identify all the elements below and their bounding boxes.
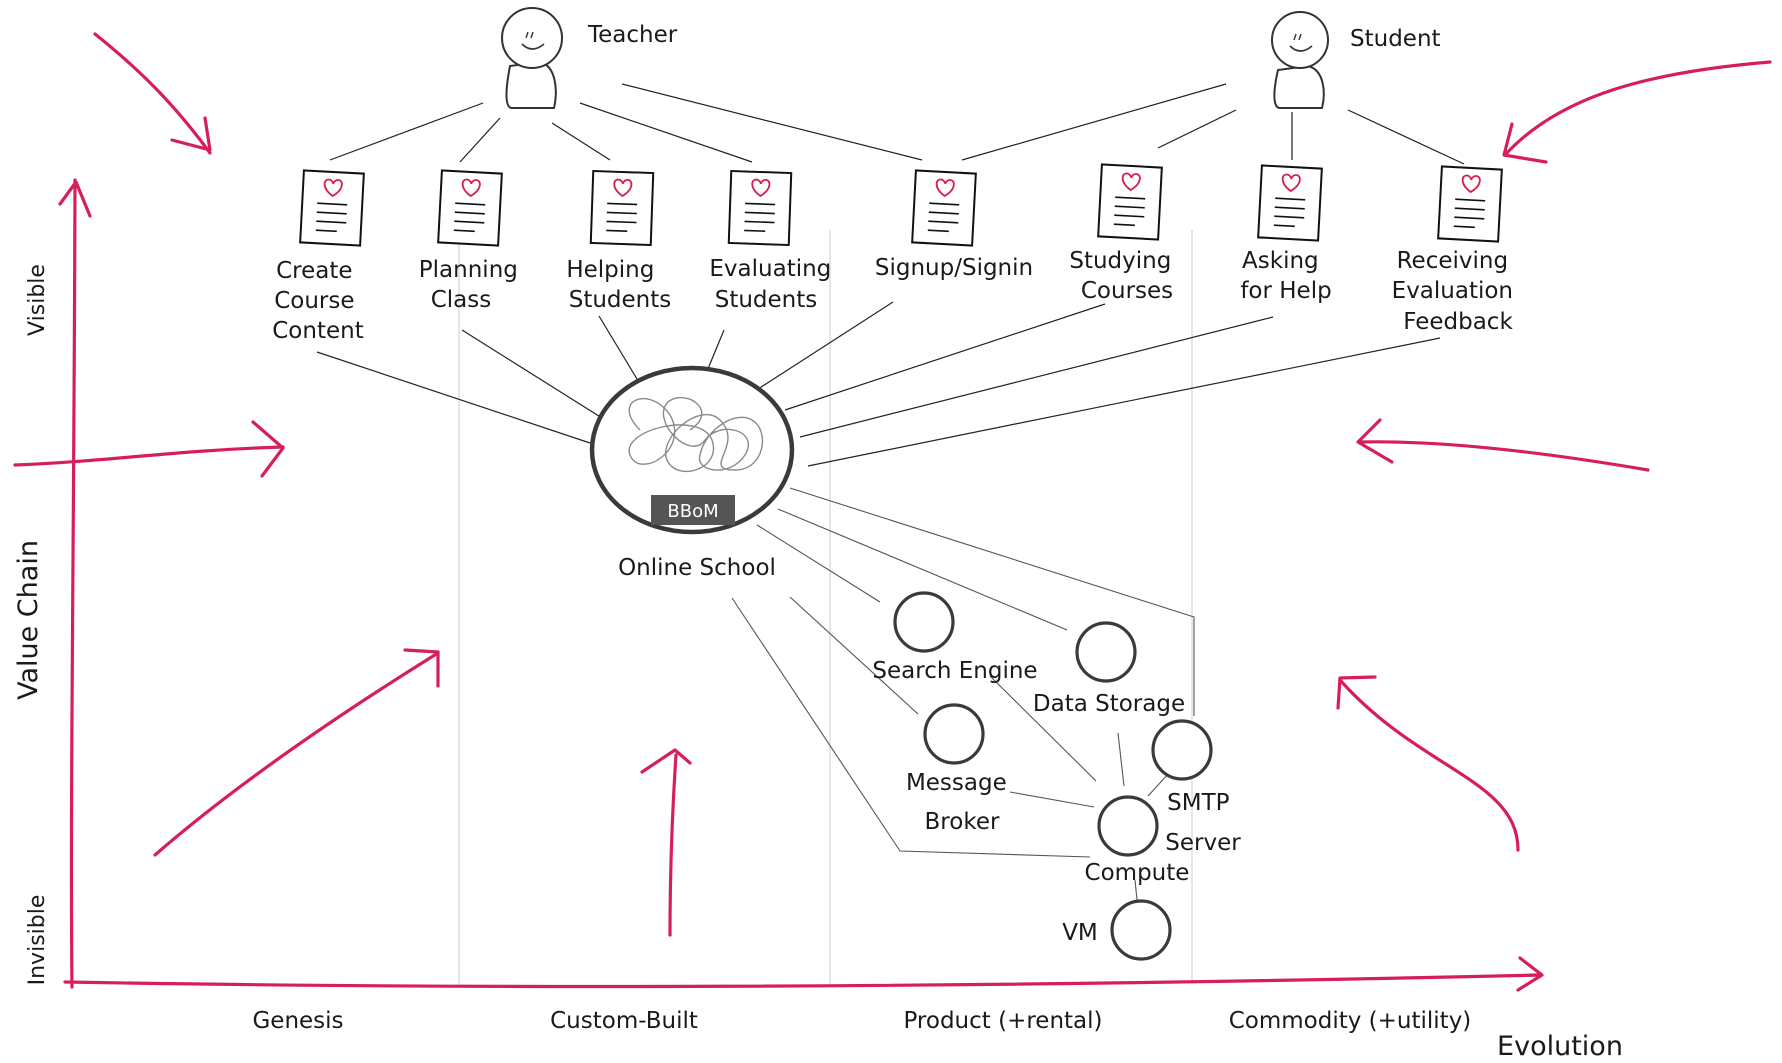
stage-commodity: Commodity (+utility) xyxy=(1229,1008,1472,1034)
need-helping-students-label: Helping Students xyxy=(566,257,671,313)
smtp-server-label: SMTP Server xyxy=(1165,790,1241,856)
stage-genesis: Genesis xyxy=(252,1008,343,1034)
arrow-icon xyxy=(153,648,440,857)
stage-product: Product (+rental) xyxy=(903,1008,1102,1034)
online-school-label: Online School xyxy=(618,555,776,581)
need-signup: Signup/Signin xyxy=(875,169,1033,281)
document-heart-icon xyxy=(1257,164,1323,242)
need-helping-students: Helping Students xyxy=(566,169,671,313)
stage-custom-built: Custom-Built xyxy=(550,1008,698,1034)
student-actor: Student xyxy=(1271,11,1441,109)
search-engine-label: Search Engine xyxy=(872,658,1037,684)
need-receiving-feedback: Receiving Evaluation Feedback xyxy=(1392,165,1521,335)
visible-label: Visible xyxy=(25,264,50,336)
need-asking-help: Asking for Help xyxy=(1240,164,1332,304)
need-create-course: Create Course Content xyxy=(272,169,365,344)
value-chain-axis: Value Chain Visible Invisible xyxy=(13,178,92,989)
teacher-label: Teacher xyxy=(587,22,678,48)
invisible-label: Invisible xyxy=(25,895,50,986)
document-heart-icon xyxy=(437,169,503,247)
document-heart-icon xyxy=(1097,163,1163,241)
document-heart-icon xyxy=(1437,165,1503,243)
value-chain-title: Value Chain xyxy=(13,540,44,700)
need-studying-courses-label: Studying Courses xyxy=(1069,248,1178,304)
document-heart-icon xyxy=(299,169,365,247)
dependency-links xyxy=(316,83,1465,901)
need-signup-label: Signup/Signin xyxy=(875,255,1033,281)
need-asking-help-label: Asking for Help xyxy=(1240,248,1331,304)
component-search-engine: Search Engine xyxy=(872,591,1038,684)
annotation-arrows xyxy=(13,32,1772,937)
message-broker-label: Message Broker xyxy=(906,770,1014,835)
document-heart-icon xyxy=(727,169,793,247)
need-studying-courses: Studying Courses xyxy=(1069,163,1178,304)
vm-label: VM xyxy=(1062,920,1098,946)
component-vm: VM xyxy=(1062,899,1172,961)
arrow-icon xyxy=(1502,60,1772,164)
arrow-icon xyxy=(13,420,285,478)
arrow-icon xyxy=(640,748,692,937)
arrow-icon xyxy=(1356,418,1650,472)
evolution-title: Evolution xyxy=(1497,1031,1623,1062)
component-message-broker: Message Broker xyxy=(906,703,1014,835)
scribble-icon xyxy=(628,396,764,473)
need-planning-class: Planning Class xyxy=(419,169,525,313)
component-smtp-server: SMTP Server xyxy=(1151,719,1241,856)
person-icon xyxy=(1271,11,1329,109)
person-icon xyxy=(501,7,563,109)
document-heart-icon xyxy=(589,169,655,247)
arrow-icon xyxy=(93,32,212,155)
need-evaluating-students: Evaluating Students xyxy=(709,169,838,313)
component-compute: Compute xyxy=(1085,795,1190,886)
need-planning-class-label: Planning Class xyxy=(419,257,525,313)
arrow-icon xyxy=(1336,675,1520,852)
student-label: Student xyxy=(1350,26,1441,52)
need-receiving-feedback-label: Receiving Evaluation Feedback xyxy=(1392,248,1521,335)
bbom-badge xyxy=(651,495,735,525)
teacher-actor: Teacher xyxy=(501,7,678,109)
data-storage-label: Data Storage xyxy=(1033,691,1185,717)
online-school-node: BBoM Online School xyxy=(589,365,795,581)
document-heart-icon xyxy=(911,169,977,247)
bbom-badge-label: BBoM xyxy=(667,501,718,522)
need-create-course-label: Create Course Content xyxy=(272,258,363,344)
evolution-axis: Evolution Genesis Custom-Built Product (… xyxy=(63,956,1623,1062)
component-data-storage: Data Storage xyxy=(1033,621,1185,717)
need-evaluating-students-label: Evaluating Students xyxy=(709,256,838,313)
compute-label: Compute xyxy=(1085,860,1190,886)
